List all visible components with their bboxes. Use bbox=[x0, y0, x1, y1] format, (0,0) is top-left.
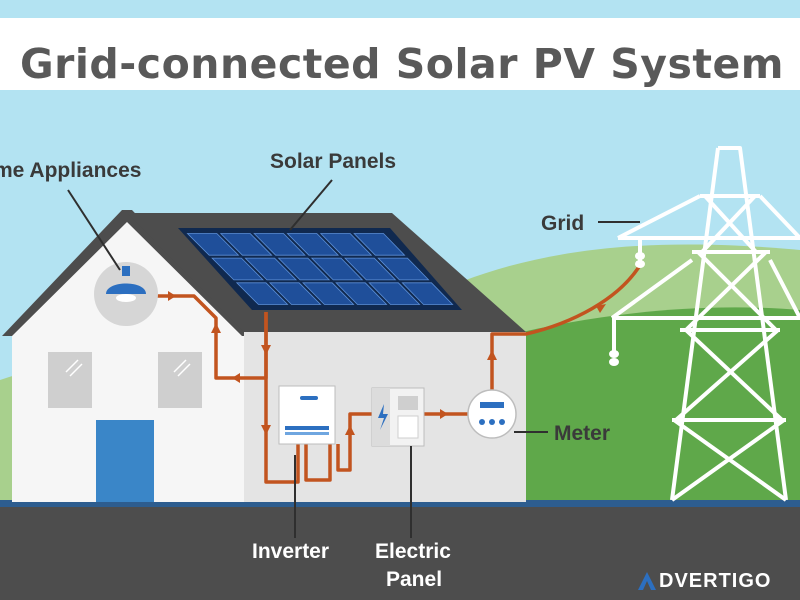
wire-panels-inverter bbox=[264, 312, 300, 484]
solar-cell bbox=[219, 233, 273, 256]
wire-arrows bbox=[168, 291, 606, 435]
solar-cell bbox=[235, 282, 289, 305]
brand-logo-icon bbox=[638, 572, 656, 590]
solar-cell bbox=[344, 257, 397, 281]
insulators bbox=[609, 252, 645, 366]
solar-cell bbox=[244, 257, 298, 281]
solar-cell bbox=[353, 233, 406, 256]
solar-panel-array bbox=[178, 228, 462, 310]
label-electric: Electric bbox=[375, 540, 451, 563]
label-inverter: Inverter bbox=[252, 540, 329, 563]
transmission-tower-icon bbox=[610, 146, 800, 502]
solar-cell bbox=[335, 282, 388, 305]
solar-cell bbox=[368, 282, 421, 305]
diagram-title: Grid-connected Solar PV System bbox=[20, 40, 785, 88]
solar-cell bbox=[268, 282, 322, 305]
solar-cell bbox=[377, 257, 430, 281]
inverter-icon bbox=[278, 385, 336, 445]
door bbox=[96, 420, 154, 502]
solar-cell bbox=[401, 282, 454, 305]
label-home-appliances: me Appliances bbox=[0, 159, 141, 182]
window-left bbox=[48, 352, 92, 408]
solar-cell bbox=[277, 257, 331, 281]
solar-cell bbox=[310, 257, 364, 281]
wiring bbox=[152, 261, 644, 484]
wire-inverter-loop bbox=[304, 444, 332, 482]
ground-line bbox=[0, 500, 800, 507]
electric-panel-icon bbox=[371, 387, 425, 447]
solar-cell bbox=[302, 282, 355, 305]
solar-cell bbox=[319, 233, 373, 256]
panel-cells bbox=[186, 233, 454, 305]
watermark-text: DVERTIGO bbox=[659, 569, 772, 592]
label-panel: Panel bbox=[386, 568, 442, 591]
solar-cell bbox=[186, 233, 240, 256]
label-grid: Grid bbox=[541, 212, 584, 235]
wire-meter-grid bbox=[490, 261, 644, 392]
solar-cell bbox=[211, 257, 264, 281]
lamp-icon bbox=[94, 262, 158, 326]
ground bbox=[0, 500, 800, 600]
label-solar-panels: Solar Panels bbox=[270, 150, 396, 173]
wire-inverter-panel bbox=[336, 412, 372, 472]
solar-cell bbox=[286, 233, 340, 256]
title-bar: Grid-connected Solar PV System bbox=[0, 18, 800, 90]
meter-icon bbox=[467, 389, 517, 439]
watermark: DVERTIGO bbox=[636, 568, 771, 594]
window-right bbox=[158, 352, 202, 408]
leader-lines bbox=[67, 179, 640, 538]
solar-cell bbox=[253, 233, 306, 256]
label-meter: Meter bbox=[554, 422, 610, 445]
